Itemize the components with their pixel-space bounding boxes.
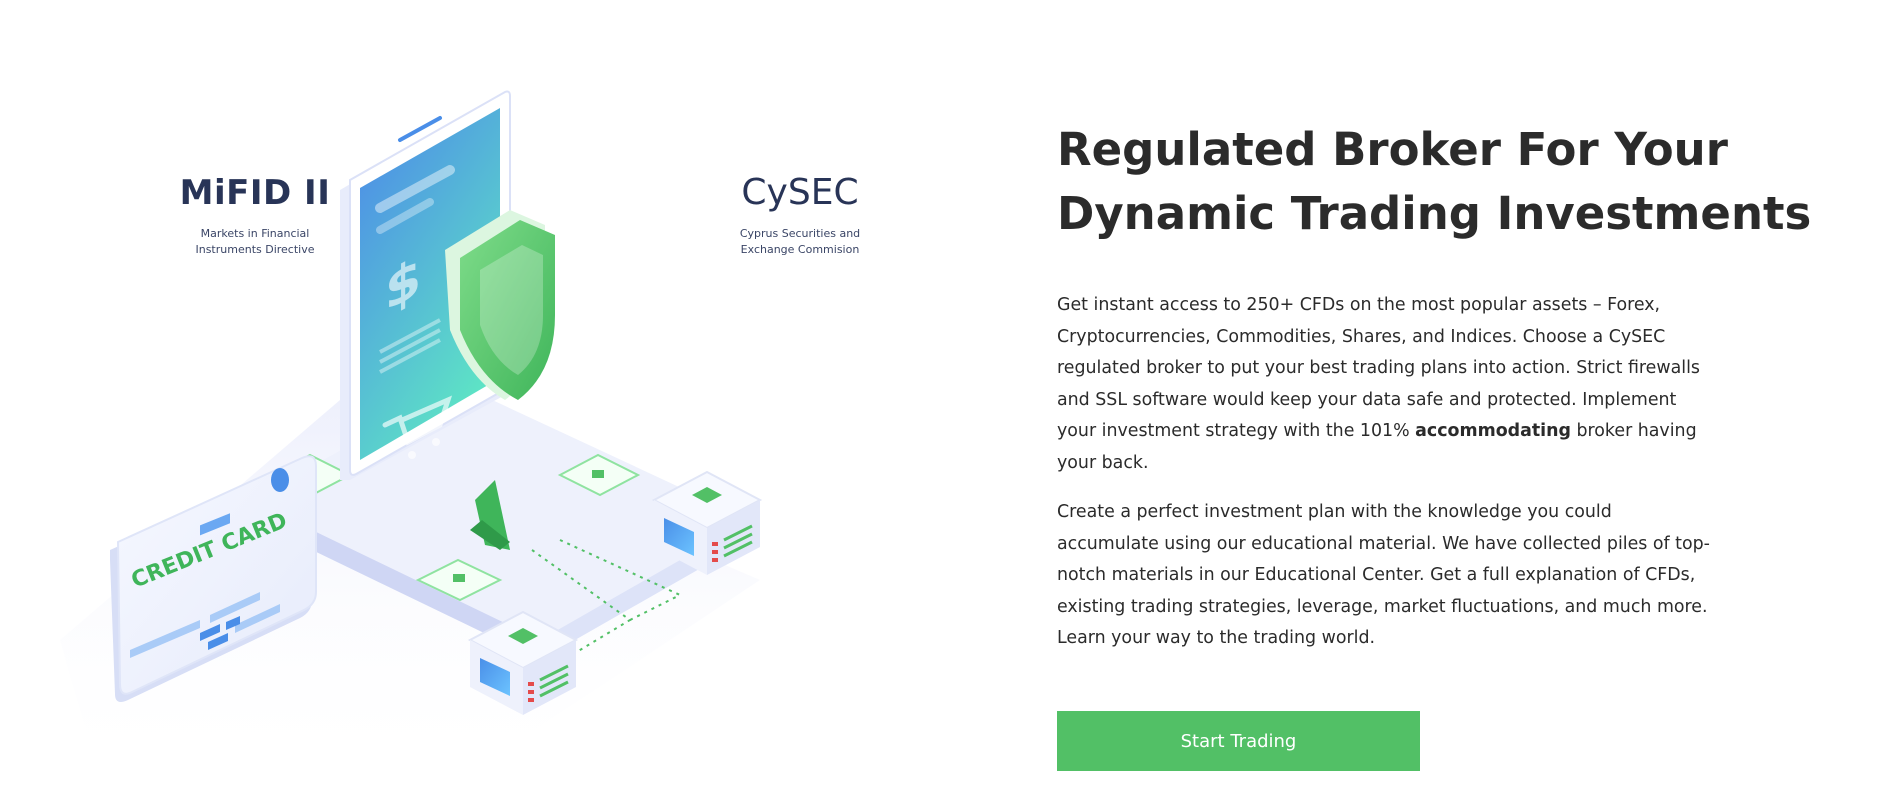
server-icon xyxy=(467,610,579,715)
mifid-badge: MiFID II Markets in Financial Instrument… xyxy=(150,172,360,258)
intro-paragraph: Get instant access to 250+ CFDs on the m… xyxy=(1057,290,1717,479)
server-icon xyxy=(651,470,763,575)
heading-line: Dynamic Trading Investments xyxy=(1057,187,1812,240)
paragraph-text: broker having xyxy=(1570,421,1697,441)
education-paragraph: Create a perfect investment plan with th… xyxy=(1057,497,1717,655)
cysec-subtitle-line: Exchange Commision xyxy=(740,243,860,256)
paragraph-line: existing trading strategies, leverage, m… xyxy=(1057,596,1708,617)
section-heading: Regulated Broker For Your Dynamic Tradin… xyxy=(1057,118,1812,246)
phone-icon xyxy=(340,90,511,480)
paragraph-line: your back. xyxy=(1057,452,1149,473)
heading-line: Regulated Broker For Your xyxy=(1057,123,1728,176)
paragraph-line: your investment strategy with the 101% a… xyxy=(1057,416,1717,448)
paragraph-line: Create a perfect investment plan with th… xyxy=(1057,502,1612,522)
content-column: Regulated Broker For Your Dynamic Tradin… xyxy=(1057,118,1812,771)
checkmark-icon xyxy=(470,480,510,550)
cart-icon xyxy=(382,395,453,459)
cysec-title: CySEC xyxy=(741,172,859,213)
mifid-subtitle-line: Markets in Financial xyxy=(200,227,310,240)
paragraph-bold-text: accommodating xyxy=(1415,421,1571,441)
shield-icon xyxy=(445,210,555,400)
start-trading-button[interactable]: Start Trading xyxy=(1057,710,1420,771)
mifid-title: MiFID II xyxy=(179,173,331,213)
chip-icon xyxy=(415,558,503,602)
paragraph-line: and SSL software would keep your data sa… xyxy=(1057,389,1677,410)
cysec-subtitle: Cyprus Securities and Exchange Commision xyxy=(720,226,880,258)
paragraph-line: Get instant access to 250+ CFDs on the m… xyxy=(1057,295,1661,315)
mifid-subtitle: Markets in Financial Instruments Directi… xyxy=(150,226,360,258)
paragraph-line: notch materials in our Educational Cente… xyxy=(1057,565,1696,585)
paragraph-line: Learn your way to the trading world. xyxy=(1057,628,1376,648)
paragraph-line: regulated broker to put your best tradin… xyxy=(1057,358,1700,378)
connection-lines xyxy=(529,539,681,681)
chip-icon xyxy=(557,453,641,497)
paragraph-text: your investment strategy with the 101% xyxy=(1057,421,1416,441)
paragraph-line: accumulate using our educational materia… xyxy=(1057,533,1710,554)
cysec-badge: CySEC Cyprus Securities and Exchange Com… xyxy=(720,172,880,258)
regulation-illustration: $ CREDIT CARD xyxy=(40,80,950,780)
mifid-subtitle-line: Instruments Directive xyxy=(195,243,315,256)
cysec-subtitle-line: Cyprus Securities and xyxy=(739,227,861,240)
paragraph-line: Cryptocurrencies, Commodities, Shares, a… xyxy=(1057,326,1666,347)
